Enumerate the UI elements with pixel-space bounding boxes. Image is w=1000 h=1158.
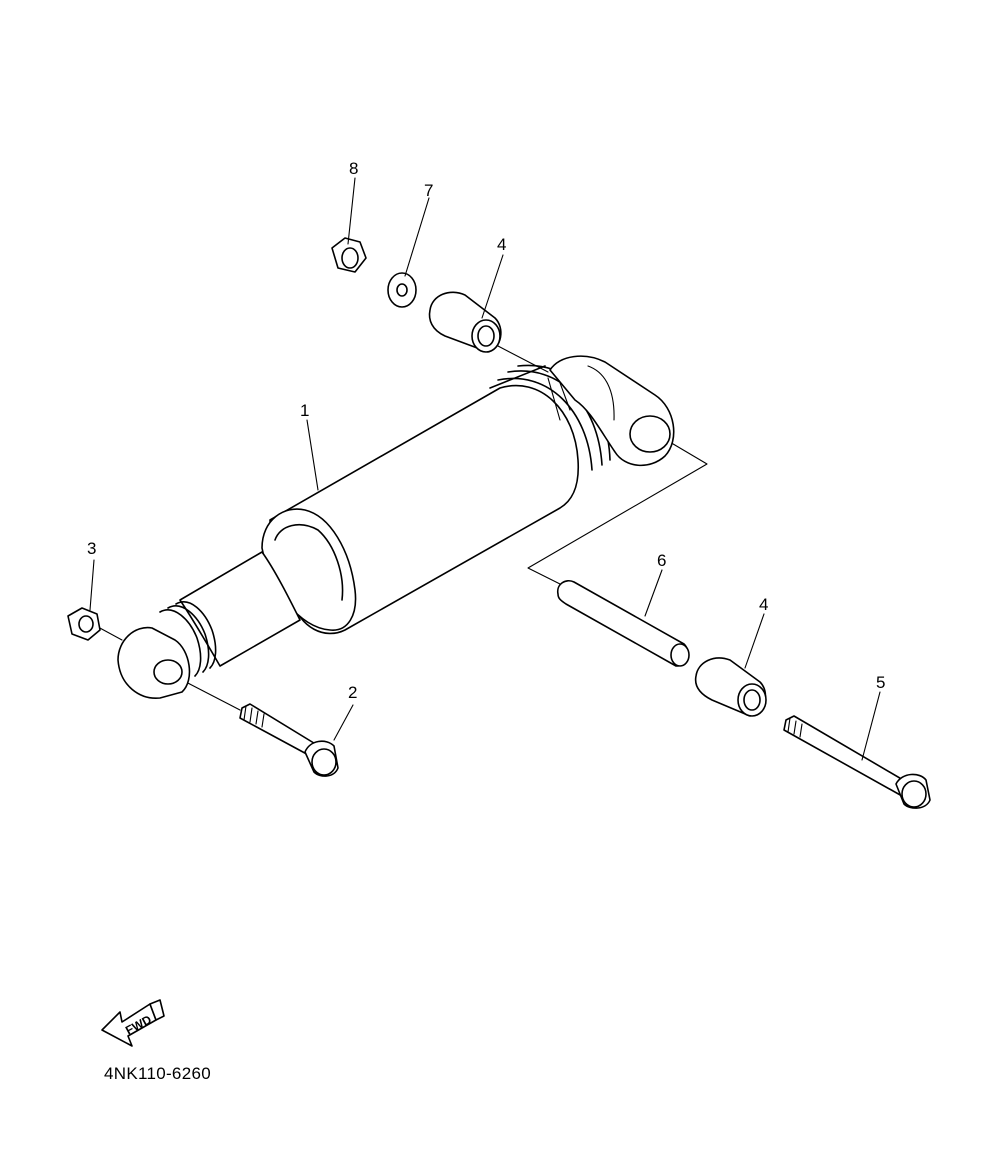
callouts: 1 2 3 4 4 5 6 7 8 (87, 159, 885, 702)
callout-6: 6 (657, 551, 666, 570)
callout-3: 3 (87, 539, 96, 558)
upper-collar[interactable] (428, 291, 502, 353)
lower-collar[interactable] (694, 657, 767, 717)
callout-5: 5 (876, 673, 885, 692)
callout-7: 7 (424, 181, 433, 200)
upper-bolt[interactable] (783, 715, 931, 809)
callout-4-upper: 4 (497, 235, 506, 254)
shock-absorber[interactable] (117, 355, 675, 699)
part-number: 4NK110-6260 (104, 1064, 211, 1083)
lower-nut[interactable] (67, 607, 101, 641)
washer[interactable] (387, 272, 417, 308)
callout-1: 1 (300, 401, 309, 420)
fwd-arrow-icon: FWD (101, 999, 165, 1047)
inner-sleeve[interactable] (556, 579, 690, 667)
callout-2: 2 (348, 683, 357, 702)
leader-lines (89, 177, 881, 761)
upper-nut[interactable] (331, 237, 367, 273)
callout-4-lower: 4 (759, 595, 768, 614)
lower-bolt[interactable] (239, 703, 339, 777)
callout-8: 8 (349, 159, 358, 178)
